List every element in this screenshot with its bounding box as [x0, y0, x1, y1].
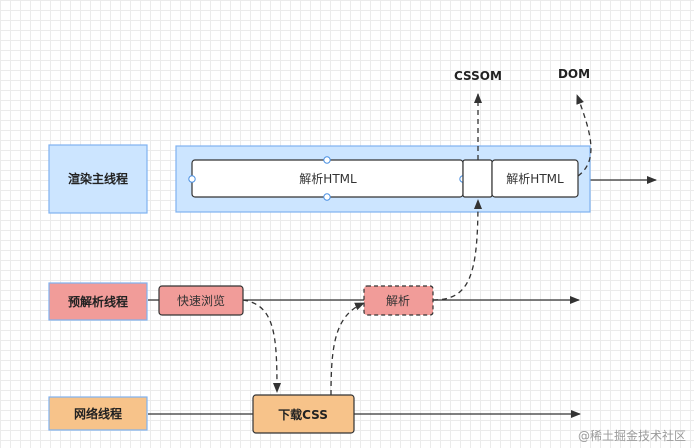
preparse-thread-label-box — [48, 282, 148, 321]
selection-handle-top[interactable] — [323, 156, 331, 164]
network-thread-label-box — [48, 396, 148, 431]
quick-scan-label: 快速浏览 — [177, 293, 225, 308]
selection-handle-left[interactable] — [188, 175, 196, 183]
preparse-thread-label: 预解析线程 — [68, 294, 128, 309]
render-thread-label-box — [48, 144, 148, 214]
selection-handle-bottom[interactable] — [323, 193, 331, 201]
parse-html-box-2[interactable] — [491, 159, 579, 198]
network-thread-label: 网络线程 — [74, 406, 122, 421]
watermark: @稀土掘金技术社区 — [578, 428, 686, 443]
parse-html-label-1: 解析HTML — [299, 172, 357, 186]
render-thread-label: 渲染主线程 — [68, 171, 128, 186]
cssom-label: CSSOM — [454, 69, 502, 83]
dom-arrow — [576, 94, 592, 177]
download-css-box[interactable] — [252, 394, 355, 434]
scan-to-download-arrow — [242, 299, 281, 393]
parse-to-cssom-arrow — [432, 199, 482, 301]
download-css-label: 下载CSS — [278, 407, 328, 422]
parse-html-label-2: 解析HTML — [506, 172, 564, 186]
parse-label: 解析 — [386, 294, 410, 308]
dom-label: DOM — [558, 67, 590, 81]
download-to-parse-arrow — [330, 302, 365, 396]
css-build-gap-box[interactable] — [462, 159, 493, 198]
